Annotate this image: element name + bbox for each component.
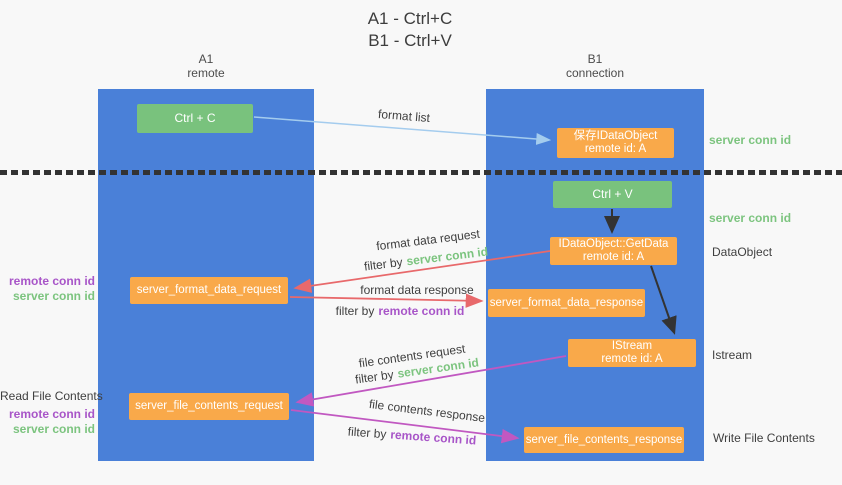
node-getdata-line1: IDataObject::GetData xyxy=(558,238,669,250)
node-ctrl-v: Ctrl + V xyxy=(553,181,672,208)
node-getdata-line2: remote id: A xyxy=(582,251,645,263)
left-format-conn-ids: remote conn id server conn id xyxy=(0,274,95,304)
node-ctrl-c: Ctrl + C xyxy=(137,104,253,133)
server-conn-id-label-top: server conn id xyxy=(709,133,792,147)
format-list-arrow xyxy=(253,116,552,145)
node-server-file-contents-response: server_file_contents_response xyxy=(524,427,684,453)
title-line-2: B1 - Ctrl+V xyxy=(368,31,452,50)
format-data-request-arrow xyxy=(293,250,551,293)
node-server-file-contents-response-label: server_file_contents_response xyxy=(525,433,683,446)
format-data-response-arrow xyxy=(289,293,484,308)
istream-label: Istream xyxy=(712,348,753,362)
lifeline-a1-name: A1 xyxy=(198,52,214,66)
read-file-contents-label: Read File Contents xyxy=(0,389,103,403)
phase-divider-dashed-line xyxy=(0,170,842,175)
node-ctrl-c-label: Ctrl + C xyxy=(174,111,216,125)
write-file-contents-label: Write File Contents xyxy=(713,431,815,445)
node-save-dataobject-line1: 保存IDataObject xyxy=(573,130,658,142)
server-conn-id-label: server conn id xyxy=(12,289,95,303)
diagram-title: A1 - Ctrl+C B1 - Ctrl+V xyxy=(300,8,520,52)
remote-conn-id-label: remote conn id xyxy=(8,274,95,288)
title-line-1: A1 - Ctrl+C xyxy=(367,9,453,28)
node-server-format-data-response: server_format_data_response xyxy=(488,289,645,317)
node-server-format-data-request-label: server_format_data_request xyxy=(136,284,282,296)
node-istream-line2: remote id: A xyxy=(601,353,663,365)
node-save-dataobject: 保存IDataObject remote id: A xyxy=(557,128,674,158)
left-file-conn-ids: Read File Contents remote conn id server… xyxy=(0,389,103,437)
filter-by-text: filter by xyxy=(335,304,375,318)
server-conn-id-label: server conn id xyxy=(12,422,95,436)
getdata-to-istream-arrow xyxy=(650,265,677,335)
remote-conn-id-text: remote conn id xyxy=(378,304,465,318)
node-ctrl-v-label: Ctrl + V xyxy=(592,187,633,201)
lifeline-b1-role: connection xyxy=(565,66,625,80)
node-getdata: IDataObject::GetData remote id: A xyxy=(550,237,677,265)
node-server-file-contents-request-label: server_file_contents_request xyxy=(135,400,283,412)
node-server-file-contents-request: server_file_contents_request xyxy=(129,393,289,420)
lifeline-header-a1: A1 remote xyxy=(98,52,314,80)
file-contents-request-arrow xyxy=(295,355,567,407)
server-conn-id-label-mid: server conn id xyxy=(709,211,792,225)
node-server-format-data-response-label: server_format_data_response xyxy=(489,296,644,309)
node-istream-line1: IStream xyxy=(611,340,653,352)
dataobject-label: DataObject xyxy=(712,245,773,259)
file-contents-response-arrow xyxy=(290,409,520,444)
format-data-response-label: format data response xyxy=(360,283,474,297)
node-save-dataobject-line2: remote id: A xyxy=(584,143,647,155)
lifeline-a1-role: remote xyxy=(187,66,225,80)
lifeline-b1-name: B1 xyxy=(587,52,603,66)
remote-conn-id-label: remote conn id xyxy=(8,407,95,421)
node-server-format-data-request: server_format_data_request xyxy=(130,277,288,304)
lifeline-header-b1: B1 connection xyxy=(486,52,704,80)
filter-by-text: filter by xyxy=(347,424,387,442)
node-istream: IStream remote id: A xyxy=(568,339,696,367)
